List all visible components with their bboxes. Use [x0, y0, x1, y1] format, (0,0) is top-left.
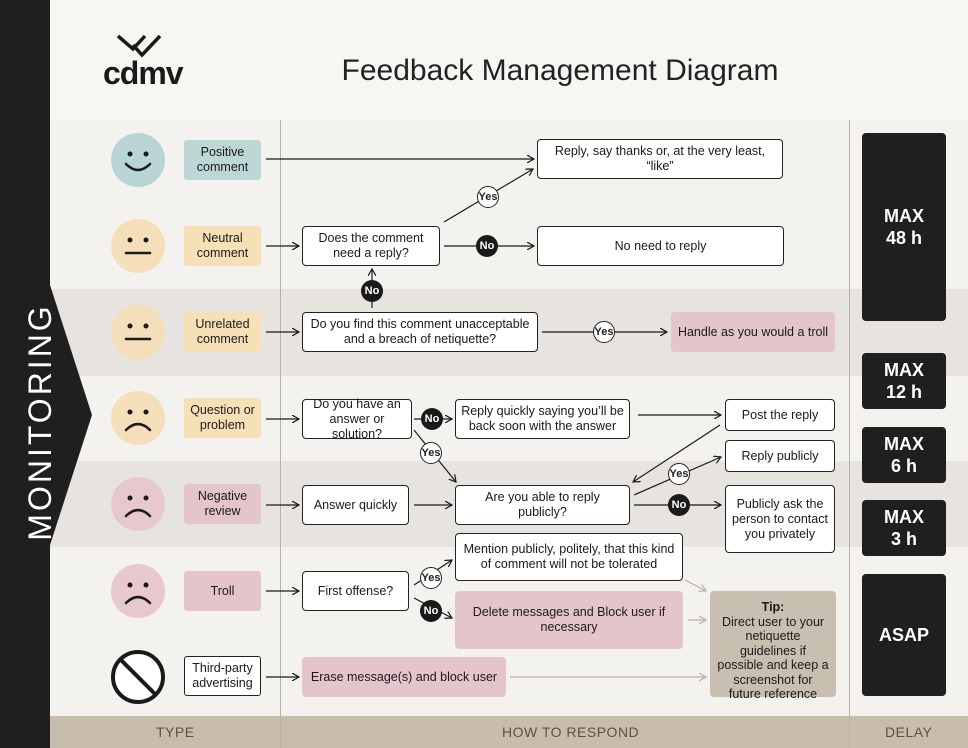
header-band	[50, 0, 968, 120]
box-ask-contact: Publicly ask the person to contact you p…	[725, 485, 835, 553]
type-tag-positive: Positive comment	[184, 140, 261, 180]
box-reply-publicly: Reply publicly	[725, 440, 835, 472]
yes-badge: Yes	[420, 567, 442, 589]
yes-badge: Yes	[668, 463, 690, 485]
type-tag-unrelated: Unrelated comment	[184, 312, 261, 352]
tip-title: Tip:	[761, 600, 785, 614]
delay-line1: ASAP	[878, 625, 929, 645]
delay-line1: MAX	[884, 434, 924, 454]
footer-band	[50, 716, 968, 748]
type-tag-troll: Troll	[184, 571, 261, 611]
box-have-answer: Do you have an answer or solution?	[302, 397, 412, 441]
box-delete-block: Delete messages and Block user if necess…	[455, 591, 683, 649]
no-badge: No	[421, 408, 443, 430]
box-post-reply: Post the reply	[725, 399, 835, 431]
column-divider	[849, 120, 850, 748]
delay-max-12h: MAX 12 h	[862, 353, 946, 409]
neutral-face-icon	[111, 305, 165, 359]
yes-badge: Yes	[420, 442, 442, 464]
no-badge: No	[361, 280, 383, 302]
no-badge: No	[420, 600, 442, 622]
happy-face-icon	[111, 133, 165, 187]
box-answer-quickly: Answer quickly	[302, 485, 409, 525]
box-does-need-reply: Does the comment need a reply?	[302, 226, 440, 266]
delay-line1: MAX	[884, 360, 924, 380]
delay-line1: MAX	[884, 206, 924, 226]
footer-respond-label: HOW TO RESPOND	[502, 724, 640, 740]
sad-face-icon	[111, 391, 165, 445]
type-tag-negative: Negative review	[184, 484, 261, 524]
box-unacceptable: Do you find this comment unacceptable an…	[302, 312, 538, 352]
page-title: Feedback Management Diagram	[341, 54, 779, 87]
delay-line1: MAX	[884, 507, 924, 527]
neutral-face-icon	[111, 219, 165, 273]
box-mention-publicly: Mention publicly, politely, that this ki…	[455, 533, 683, 581]
box-handle-troll: Handle as you would a troll	[671, 312, 835, 352]
tip-box: Tip: Direct user to your netiquette guid…	[710, 591, 836, 701]
delay-max-6h: MAX 6 h	[862, 427, 946, 483]
box-first-offense: First offense?	[302, 571, 409, 611]
delay-line2: 3 h	[890, 529, 917, 549]
type-tag-advertising: Third-party advertising	[184, 656, 261, 696]
yes-badge: Yes	[477, 186, 499, 208]
sad-face-icon	[111, 564, 165, 618]
yes-badge: Yes	[593, 321, 615, 343]
tip-text: Direct user to your netiquette guideline…	[717, 614, 829, 702]
sidebar-arrow	[50, 285, 92, 545]
prohibited-icon	[111, 650, 165, 704]
sidebar	[0, 0, 50, 748]
logo-text: cdmv	[103, 55, 184, 91]
no-badge: No	[668, 494, 690, 516]
delay-asap: ASAP	[862, 574, 946, 696]
no-badge: No	[476, 235, 498, 257]
delay-line2: 12 h	[885, 382, 923, 402]
sad-face-icon	[111, 477, 165, 531]
type-tag-question: Question or problem	[184, 398, 261, 438]
delay-line2: 6 h	[890, 456, 917, 476]
column-divider	[280, 120, 281, 748]
box-reply-quickly-back: Reply quickly saying you’ll be back soon…	[455, 399, 630, 439]
box-no-need-reply: No need to reply	[537, 226, 784, 266]
box-erase-block: Erase message(s) and block user	[302, 657, 506, 697]
box-able-publicly: Are you able to reply publicly?	[455, 485, 630, 525]
delay-line2: 48 h	[885, 228, 923, 248]
logo-icon	[116, 34, 162, 58]
type-tag-neutral: Neutral comment	[184, 226, 261, 266]
delay-max-48h: MAX 48 h	[862, 133, 946, 321]
delay-max-3h: MAX 3 h	[862, 500, 946, 556]
footer-type-label: TYPE	[156, 724, 195, 740]
footer-delay-label: DELAY	[885, 724, 933, 740]
box-reply-thanks: Reply, say thanks or, at the very least,…	[537, 139, 783, 179]
